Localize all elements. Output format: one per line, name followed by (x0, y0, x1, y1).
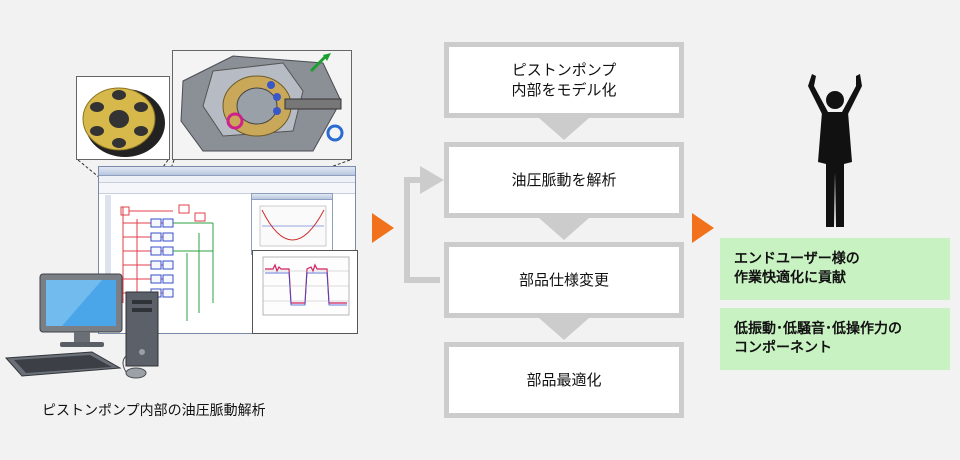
rotor-icon (82, 87, 165, 157)
flow-step-label: 部品最適化 (526, 371, 602, 389)
flow-step-model: ピストンポンプ 内部をモデル化 (444, 42, 684, 118)
result-end-user-comfort: エンドユーザー様の 作業快適化に貢献 (720, 238, 950, 300)
desktop-computer-icon (4, 273, 159, 379)
celebrating-person-icon (808, 74, 862, 227)
analysis-curve-window (251, 193, 333, 255)
pressure-pulsation-chart (252, 250, 358, 334)
window-toolbar (99, 183, 355, 194)
flow-step-optimize: 部品最適化 (444, 342, 684, 418)
flow-down-arrow-3 (539, 318, 589, 340)
flow-step-analyze: 油圧脈動を解析 (444, 142, 684, 218)
flow-step-label: ピストンポンプ 内部をモデル化 (511, 61, 617, 99)
pulsation-waveform (262, 256, 350, 316)
flow-down-arrow-1 (539, 118, 589, 140)
result-label: 低振動･低騒音･低操作力の コンポーネント (734, 321, 902, 356)
flow-step-label: 油圧脈動を解析 (511, 171, 617, 189)
orange-arrow-2 (692, 213, 714, 243)
piston-pump-icon (180, 53, 344, 152)
hydraulic-circuit-model (105, 195, 214, 325)
orange-arrow-1 (372, 213, 394, 243)
result-low-vibration-component: 低振動･低騒音･低操作力の コンポーネント (720, 308, 950, 370)
simulation-illustration: ピストンポンプ内部の油圧脈動解析 (0, 0, 370, 419)
chart-window-title-bar (252, 194, 332, 200)
flow-down-arrow-2 (539, 218, 589, 240)
analysis-curve-plot (259, 205, 327, 247)
pump-cutaway-image (172, 50, 352, 160)
rotor-part-image (76, 76, 170, 160)
flow-step-label: 部品仕様変更 (518, 271, 609, 289)
window-title-bar (99, 167, 355, 176)
flow-step-spec-change: 部品仕様変更 (444, 242, 684, 318)
result-label: エンドユーザー様の 作業快適化に貢献 (734, 251, 860, 286)
feedback-loop-arrow (404, 166, 444, 283)
left-caption: ピストンポンプ内部の油圧脈動解析 (42, 403, 266, 419)
window-menu-bar (99, 176, 355, 183)
